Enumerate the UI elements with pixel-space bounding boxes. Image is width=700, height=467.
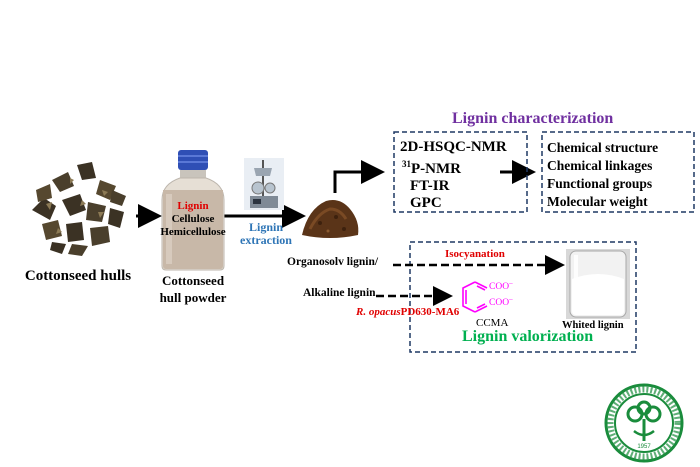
ccma-structure bbox=[462, 281, 488, 313]
valorization-box bbox=[409, 241, 637, 353]
ccma-coo-bottom-text: COO bbox=[489, 298, 510, 309]
extraction-label: Lignin extraction bbox=[236, 221, 296, 247]
method-pnmr: 31P-NMR bbox=[402, 156, 507, 178]
extraction-label-line1: Lignin bbox=[248, 220, 284, 234]
hull-powder-label-line2: hull powder bbox=[159, 290, 227, 305]
reagent-bottle bbox=[161, 150, 225, 271]
characterization-title: Lignin characterization bbox=[452, 110, 614, 127]
organosolv-label: Organosolv lignin/ bbox=[287, 256, 379, 268]
method-pnmr-label: P-NMR bbox=[411, 161, 461, 177]
cottonseed-hulls-label: Cottonseed hulls bbox=[24, 268, 132, 284]
whited-lignin-label: Whited lignin bbox=[562, 320, 624, 331]
arrow-powder-to-characterization bbox=[333, 160, 385, 193]
ccma-coo-top: COO– bbox=[489, 279, 513, 293]
methods-box bbox=[393, 131, 528, 213]
characterization-outputs: Chemical structure Chemical linkages Fun… bbox=[547, 139, 658, 211]
method-gpc: GPC bbox=[410, 195, 442, 211]
output-functional-groups: Functional groups bbox=[547, 176, 653, 191]
lignin-powder bbox=[302, 200, 359, 238]
bottle-label-hemicellulose: Hemicellulose bbox=[160, 226, 226, 238]
bottle-label-cellulose: Cellulose bbox=[171, 213, 215, 225]
institute-logo: 1957 bbox=[604, 383, 684, 463]
output-molecular-weight: Molecular weight bbox=[547, 194, 648, 209]
hull-powder-label-line1: Cottonseed bbox=[161, 273, 225, 288]
valorization-title: Lignin valorization bbox=[462, 328, 594, 345]
hull-powder-label: Cottonseed hull powder bbox=[148, 272, 238, 306]
ccma-coo-top-text: COO bbox=[489, 282, 510, 293]
method-ftir: FT-IR bbox=[410, 178, 450, 194]
method-hsqc: 2D-HSQC-NMR bbox=[400, 139, 507, 155]
strain-label-italic: R. opacus bbox=[356, 306, 401, 318]
cottonseed-hulls-photo bbox=[32, 162, 126, 256]
output-chemical-linkages: Chemical linkages bbox=[547, 158, 653, 173]
extraction-label-line2: extraction bbox=[240, 233, 292, 247]
svg-text:1957: 1957 bbox=[637, 444, 651, 450]
method-pnmr-superscript: 31 bbox=[402, 159, 411, 169]
ccma-label: CCMA bbox=[476, 317, 509, 329]
outputs-box bbox=[541, 131, 695, 213]
ccma-coo-bottom: COO– bbox=[489, 295, 513, 309]
alkaline-label: Alkaline lignin bbox=[303, 287, 376, 299]
isocyanation-label: Isocyanation bbox=[445, 248, 505, 260]
output-chemical-structure: Chemical structure bbox=[547, 140, 659, 155]
characterization-methods: 2D-HSQC-NMR 31P-NMR FT-IR GPC bbox=[400, 139, 507, 212]
strain-label-plain: PD630-MA6 bbox=[400, 306, 460, 318]
whited-lignin-vial bbox=[566, 249, 630, 319]
strain-label: R. opacusPD630-MA6 bbox=[356, 306, 459, 318]
extraction-apparatus bbox=[244, 158, 284, 210]
bottle-label-lignin: Lignin bbox=[177, 200, 209, 212]
